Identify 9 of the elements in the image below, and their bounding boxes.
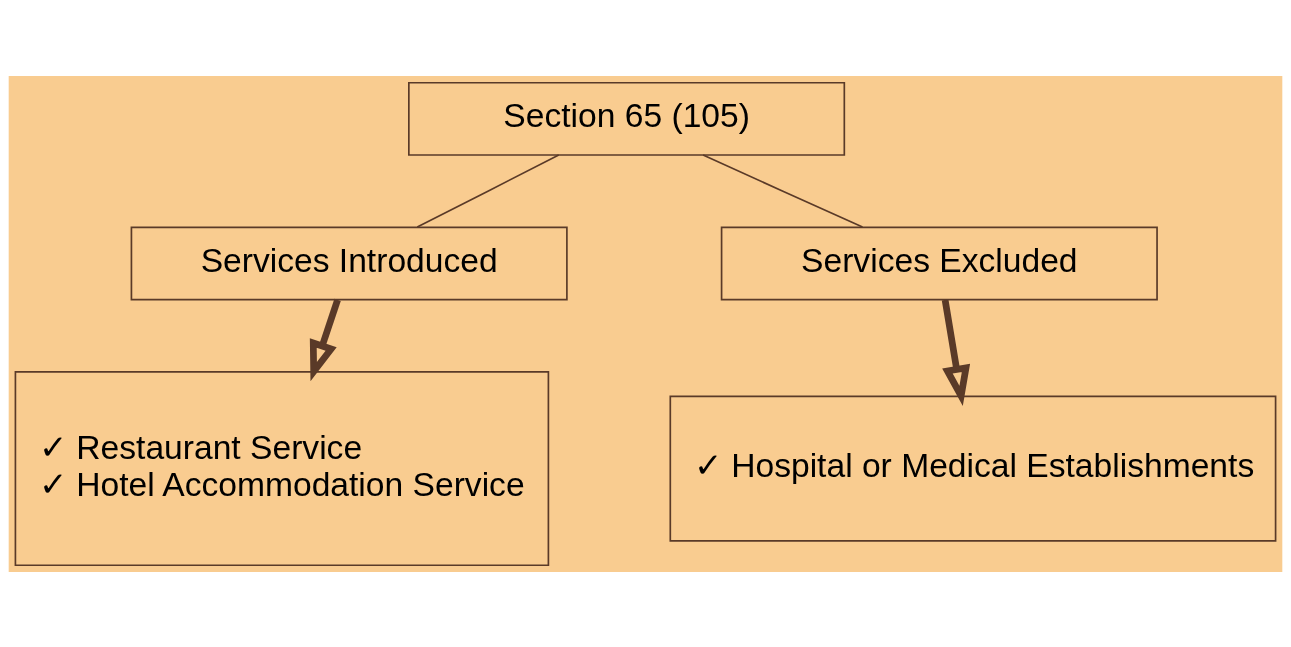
node-box: Services Excluded <box>720 226 1158 300</box>
node-box: Section 65 (105) <box>408 81 846 156</box>
connector <box>416 153 560 228</box>
node-box: ✓ Restaurant Service ✓ Hotel Accommodation Service <box>14 370 550 566</box>
connector <box>702 153 864 228</box>
node-box: ✓ Hospital or Medical Establishments <box>669 394 1277 542</box>
arrow <box>941 298 971 406</box>
node-box: Services Introduced <box>130 226 568 300</box>
arrow <box>309 298 341 381</box>
